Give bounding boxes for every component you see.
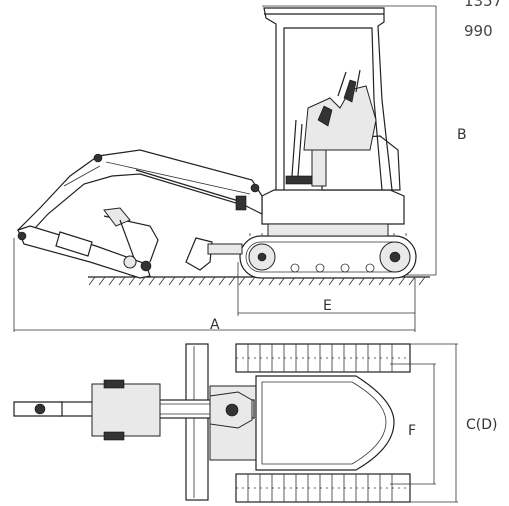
cropped-value-top: 1357 — [464, 0, 502, 10]
dim-label-f: F — [408, 423, 416, 439]
track-top-left — [235, 343, 411, 373]
boom-top — [139, 391, 255, 429]
track-side — [239, 233, 417, 279]
dimension-e — [237, 262, 415, 316]
dim-label-cd: C(D) — [466, 417, 497, 433]
top-view: C(D) F — [13, 343, 497, 503]
dozer-blade-top — [185, 343, 209, 501]
dimension-cd — [410, 343, 458, 503]
side-view: A E B — [13, 5, 467, 333]
dozer-blade — [185, 237, 243, 271]
upper-structure — [261, 135, 405, 237]
dim-label-b: B — [457, 127, 467, 143]
dimension-f — [390, 363, 436, 485]
rops-canopy — [263, 7, 393, 191]
dim-label-e: E — [323, 298, 332, 314]
stick-top — [13, 379, 161, 441]
track-top-right — [235, 473, 411, 503]
boom-arm — [17, 149, 263, 241]
dimension-a — [13, 238, 416, 332]
stick-and-bucket — [17, 207, 159, 279]
dim-label-a: A — [210, 317, 220, 333]
upper-body-top — [255, 375, 395, 471]
operator-seat — [285, 69, 377, 185]
cropped-value-990: 990 — [464, 22, 493, 40]
